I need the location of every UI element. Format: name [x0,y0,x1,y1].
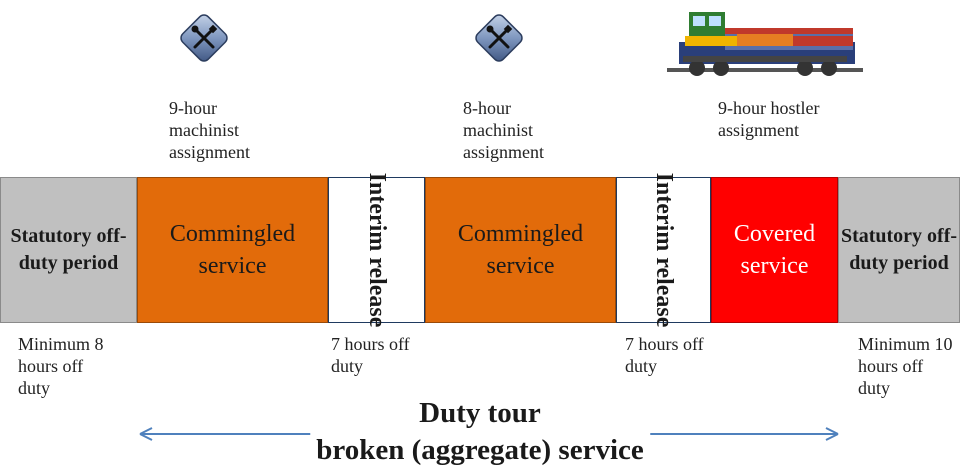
block-label: Interim release [650,172,677,328]
block-label: Statutory off-duty period [10,225,127,274]
note-end: Minimum 10 hours off duty [858,334,953,398]
commingled-service-2: Commingled service [425,177,616,323]
duty-tour-label: Duty tour [0,395,960,431]
duty-tour-subtitle: broken (aggregate) service [310,432,650,468]
note-release-1: 7 hours off duty [331,334,410,376]
block-label: Statutory off-duty period [840,225,958,274]
statutory-off-duty-start: Statutory off-duty period [0,177,137,323]
block-label: Interim release [363,172,390,328]
covered-service: Covered service [711,177,838,323]
tools-icon [475,14,523,62]
locomotive-icon [667,12,863,76]
note-start: Minimum 8 hours off duty [18,334,104,398]
note-release-2: 7 hours off duty [625,334,704,376]
duty-tour-title: Duty tour [419,397,541,429]
interim-release-2: Interim release [616,173,711,327]
interim-release-1: Interim release [328,173,425,327]
assignment-label: 9-hour machinist assignment [169,98,250,162]
assignment-label: 9-hour hostler assignment [718,98,820,140]
block-label: Commingled service [457,221,584,279]
commingled-service-1: Commingled service [137,177,328,323]
statutory-off-duty-end: Statutory off-duty period [838,177,960,323]
tools-icon [180,14,228,62]
duty-tour-sublabel: broken (aggregate) service [0,432,960,468]
block-label: Commingled service [169,221,296,279]
block-label: Covered service [733,221,816,279]
assignment-label: 8-hour machinist assignment [463,98,544,162]
